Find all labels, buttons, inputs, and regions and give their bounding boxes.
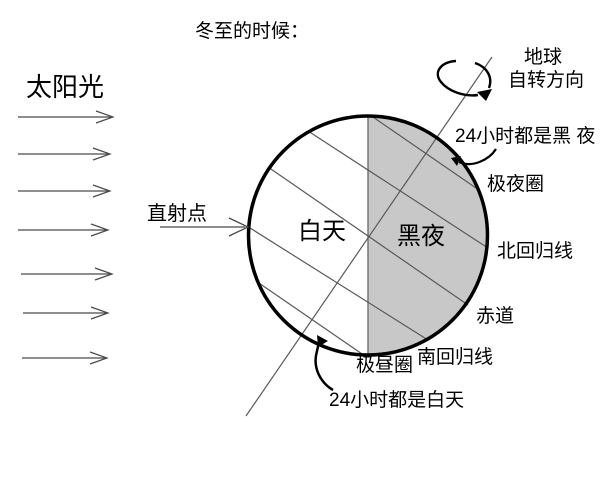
- sunlight-ray: [18, 184, 112, 198]
- tropic-of-capricorn-label: 南回归线: [417, 347, 494, 368]
- equator-label: 赤道: [476, 306, 515, 327]
- sunlight-ray: [21, 267, 114, 281]
- sunlight-label: 太阳光: [26, 72, 105, 102]
- day-side-label: 白天: [298, 218, 346, 245]
- tropic-of-capricorn-line: [249, 227, 429, 341]
- earth-circle: [246, 114, 490, 357]
- night-side-label: 黑夜: [397, 223, 445, 250]
- earth-axis-line: [245, 56, 493, 417]
- sunlight-rays: [18, 110, 115, 365]
- rotation-direction-arrow-icon: [436, 59, 492, 101]
- sunlight-ray: [23, 306, 110, 320]
- sunlight-ray: [18, 110, 115, 124]
- rotation-label-line1: 地球: [524, 47, 563, 68]
- sunlight-ray: [22, 351, 109, 365]
- polar-night-note-arrow: [451, 148, 497, 166]
- polar-night-note-label: 24小时都是黑 夜: [455, 126, 596, 147]
- tropic-of-cancer-label: 北回归线: [497, 241, 574, 262]
- rotation-label-line2: 自转方向: [508, 70, 585, 91]
- polar-day-circle-line: [255, 280, 366, 357]
- polar-day-note-arrow: [314, 335, 334, 392]
- equator-line: [267, 166, 469, 306]
- direct-point-arrow: [160, 217, 250, 237]
- polar-day-note-label: 24小时都是白天: [329, 390, 465, 411]
- polar-night-circle-label: 极夜圈: [487, 174, 545, 195]
- tropic-of-cancer-line: [307, 130, 489, 249]
- direct-point-label: 直射点: [147, 203, 207, 225]
- polar-night-circle-line: [369, 114, 477, 189]
- sunlight-ray: [18, 147, 112, 161]
- diagram-title: 冬至的时候：: [195, 21, 310, 42]
- sunlight-ray: [18, 223, 110, 237]
- polar-day-circle-label: 极昼圈: [356, 355, 414, 376]
